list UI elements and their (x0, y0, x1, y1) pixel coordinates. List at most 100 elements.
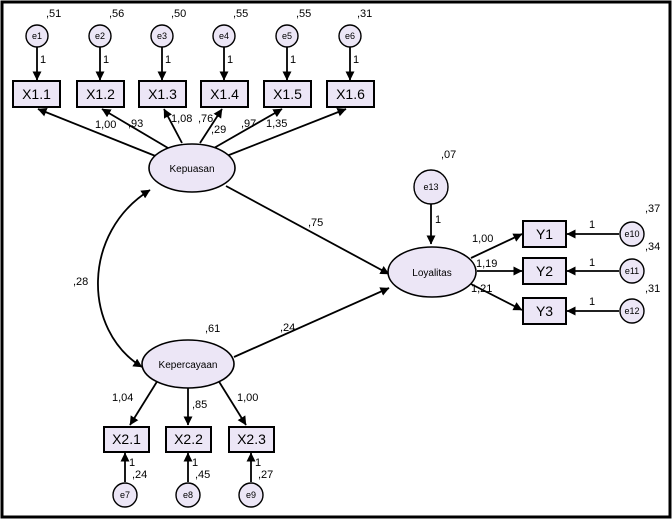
indicator-x14-label: X1.4 (210, 86, 239, 102)
latent-kepercayaan[interactable]: Kepercayaan (141, 339, 235, 389)
error-e12[interactable]: e12 (619, 298, 645, 324)
path-kepercayaan-x21 (129, 379, 159, 426)
error-e7-label: e7 (120, 490, 130, 500)
indicator-y2[interactable]: Y2 (522, 257, 567, 285)
weight-e11: 1 (589, 257, 595, 269)
loading-x16: 1,35 (266, 118, 287, 130)
loading-y2: 1,19 (476, 258, 497, 270)
variance-e3: ,50 (171, 8, 186, 20)
indicator-y3[interactable]: Y3 (522, 297, 567, 325)
variance-e11: ,34 (645, 241, 660, 253)
loading-x12: ,93 (128, 118, 143, 130)
indicator-x14[interactable]: X1.4 (200, 80, 249, 108)
weight-e10: 1 (589, 219, 595, 231)
error-e6[interactable]: e6 (338, 24, 362, 48)
variance-x14-extra: ,29 (211, 124, 226, 136)
coef-kepuasan-loyalitas: ,75 (308, 217, 323, 229)
weight-e13: 1 (435, 214, 441, 226)
error-e1-label: e1 (32, 31, 42, 41)
indicator-x21[interactable]: X2.1 (103, 426, 150, 453)
error-e13[interactable]: e13 (413, 169, 449, 205)
path-kepuasan-x13 (163, 108, 183, 144)
loading-y1: 1,00 (472, 233, 493, 245)
path-kepuasan-x12 (101, 108, 169, 149)
loading-y3: 1,21 (471, 283, 492, 295)
error-e9[interactable]: e9 (238, 482, 264, 508)
variance-e12: ,31 (645, 283, 660, 295)
path-kepercayaan-loyalitas (233, 287, 390, 358)
latent-loyalitas[interactable]: Loyalitas (387, 246, 477, 298)
error-e13-label: e13 (423, 182, 438, 192)
indicator-x11-label: X1.1 (22, 86, 51, 102)
path-loyalitas-y3 (470, 283, 523, 311)
indicator-x21-label: X2.1 (112, 431, 141, 447)
indicator-y1-label: Y1 (536, 226, 553, 242)
indicator-x12[interactable]: X1.2 (76, 80, 125, 108)
path-loyalitas-y1 (470, 233, 523, 259)
error-e5-label: e5 (282, 31, 292, 41)
weight-e9: 1 (255, 457, 261, 469)
error-e7[interactable]: e7 (112, 482, 138, 508)
latent-kepuasan[interactable]: Kepuasan (148, 143, 236, 193)
weight-e5: 1 (290, 54, 296, 66)
path-kepuasan-x14 (199, 108, 223, 144)
error-e1[interactable]: e1 (25, 24, 49, 48)
error-e8[interactable]: e8 (175, 482, 201, 508)
variance-e9: ,27 (258, 469, 273, 481)
error-e9-label: e9 (246, 490, 256, 500)
loading-x11: 1,00 (95, 119, 116, 131)
error-e2[interactable]: e2 (88, 24, 112, 48)
indicator-x23[interactable]: X2.3 (228, 426, 275, 453)
error-e5[interactable]: e5 (275, 24, 299, 48)
variance-e6: ,31 (357, 8, 372, 20)
path-kepuasan-loyalitas (225, 185, 390, 275)
error-e3-label: e3 (157, 31, 167, 41)
weight-e6: 1 (353, 54, 359, 66)
indicator-x13[interactable]: X1.3 (138, 80, 187, 108)
indicator-x16-label: X1.6 (336, 86, 365, 102)
indicator-x11[interactable]: X1.1 (12, 80, 61, 108)
error-e12-label: e12 (624, 306, 639, 316)
error-e2-label: e2 (95, 31, 105, 41)
variance-e7: ,24 (132, 469, 147, 481)
weight-e7: 1 (129, 457, 135, 469)
path-kepuasan-x16 (223, 107, 347, 158)
error-e10[interactable]: e10 (619, 221, 645, 247)
path-kepuasan-x11 (37, 107, 159, 158)
variance-e8: ,45 (195, 469, 210, 481)
error-e6-label: e6 (345, 31, 355, 41)
weight-e8: 1 (192, 457, 198, 469)
variance-e1: ,51 (46, 8, 61, 20)
indicator-x23-label: X2.3 (237, 431, 266, 447)
weight-e1: 1 (40, 54, 46, 66)
error-circles-top: e1 e2 e3 e4 e5 e6 (25, 24, 362, 48)
weight-e3: 1 (165, 54, 171, 66)
variance-e4: ,55 (233, 8, 248, 20)
indicator-x13-label: X1.3 (148, 86, 177, 102)
indicator-x22[interactable]: X2.2 (165, 426, 212, 453)
weight-e2: 1 (103, 54, 109, 66)
error-e8-label: e8 (183, 490, 193, 500)
path-kepuasan-x15 (213, 108, 283, 149)
error-e3[interactable]: e3 (150, 24, 174, 48)
loading-x21: 1,04 (112, 392, 133, 404)
indicator-y3-label: Y3 (536, 303, 553, 319)
variance-e10: ,37 (645, 203, 660, 215)
weight-e12: 1 (589, 296, 595, 308)
error-e11[interactable]: e11 (619, 258, 645, 284)
indicator-x15-label: X1.5 (273, 86, 302, 102)
indicator-x22-label: X2.2 (174, 431, 203, 447)
loading-x23: 1,00 (237, 392, 258, 404)
loading-x13: 1,08 (171, 113, 192, 125)
weight-e4: 1 (227, 54, 233, 66)
error-e4[interactable]: e4 (212, 24, 236, 48)
loading-x15: ,97 (241, 118, 256, 130)
error-e10-label: e10 (624, 229, 639, 239)
indicator-y1[interactable]: Y1 (522, 220, 567, 248)
indicator-x16[interactable]: X1.6 (326, 80, 375, 108)
loading-paths-kepuasan (37, 107, 347, 158)
indicator-x15[interactable]: X1.5 (263, 80, 312, 108)
loading-x14: ,76 (198, 113, 213, 125)
